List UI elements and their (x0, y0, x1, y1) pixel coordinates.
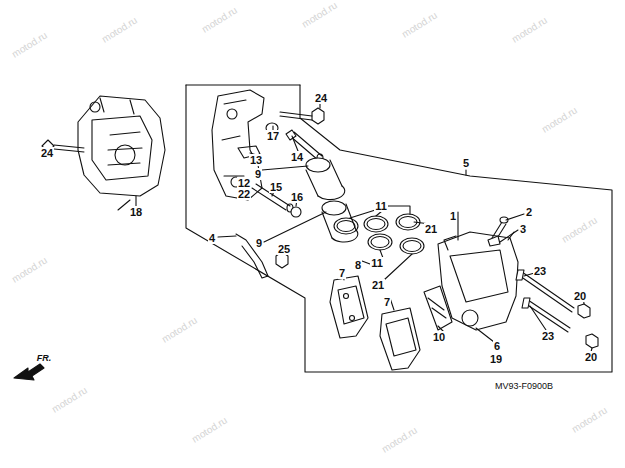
callout-number: 1 (449, 210, 457, 222)
watermark: motod.ru (570, 404, 610, 435)
callout-number: 19 (489, 353, 503, 365)
callout-number: 24 (314, 92, 328, 104)
watermark: motod.ru (560, 214, 600, 245)
callout-number: 20 (584, 351, 598, 363)
callout-number: 23 (533, 265, 547, 277)
callout-number: 11 (374, 200, 388, 212)
callout-number: 11 (370, 257, 384, 269)
watermark: motod.ru (10, 254, 50, 285)
callout-number: 10 (432, 331, 446, 343)
callout-number: 5 (462, 157, 470, 169)
callout-number: 2 (525, 206, 533, 218)
callout-number: 7 (383, 296, 391, 308)
callout-number: 8 (354, 259, 362, 271)
callout-number: 6 (493, 340, 501, 352)
watermark: motod.ru (200, 4, 240, 35)
direction-label: FR. (37, 352, 52, 364)
callout-number: 9 (255, 237, 263, 249)
watermark: motod.ru (190, 414, 230, 445)
watermark: motod.ru (160, 314, 200, 345)
watermark: motod.ru (400, 9, 440, 40)
callout-number: 15 (269, 181, 283, 193)
callout-number: 13 (249, 154, 263, 166)
callout-number: 22 (237, 188, 251, 200)
watermark: motod.ru (380, 424, 420, 455)
watermark: motod.ru (300, 0, 340, 31)
callout-number: 21 (424, 223, 438, 235)
callout-number: 7 (338, 267, 346, 279)
callout-number: 18 (129, 206, 143, 218)
watermark: motod.ru (100, 14, 140, 45)
diagram-code: MV93-F0900B (495, 380, 553, 392)
watermark: motod.ru (540, 104, 580, 135)
callout-number: 24 (40, 147, 54, 159)
callout-number: 16 (290, 191, 304, 203)
callout-number: 14 (290, 151, 304, 163)
callout-number: 4 (208, 232, 216, 244)
callout-number: 9 (254, 168, 262, 180)
callout-number: 23 (541, 330, 555, 342)
watermark: motod.ru (510, 14, 550, 45)
callout-number: 3 (519, 223, 527, 235)
watermark: motod.ru (10, 29, 50, 60)
callout-number: 25 (277, 243, 291, 255)
callout-number: 17 (266, 130, 280, 142)
callout-number: 20 (573, 290, 587, 302)
watermark: motod.ru (50, 384, 90, 415)
callout-number: 21 (371, 279, 385, 291)
